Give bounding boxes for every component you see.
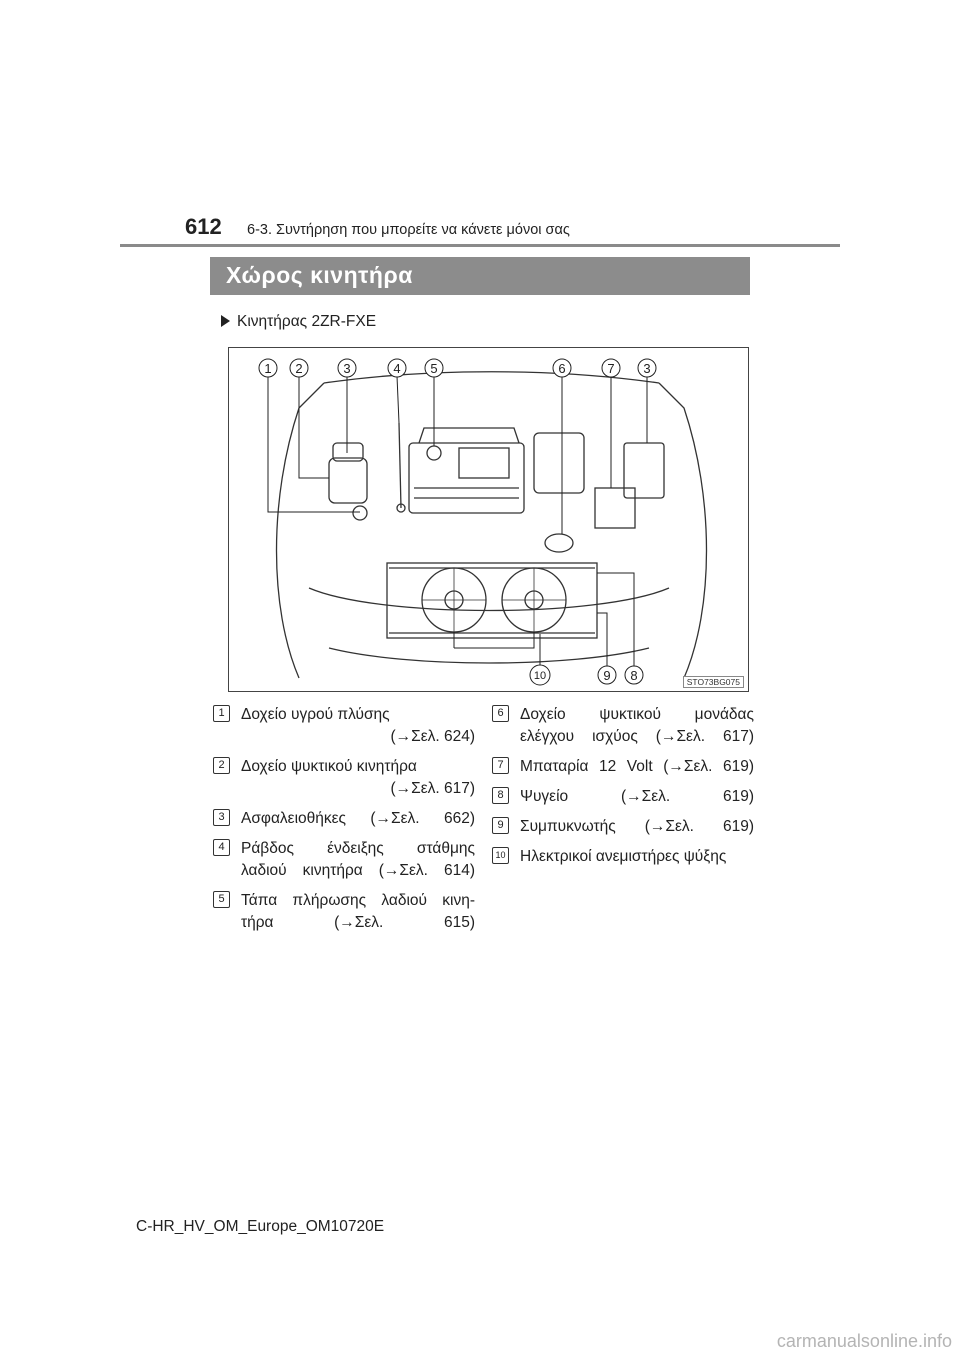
callout-3b: 3 — [643, 361, 650, 376]
engine-type-label: Κινητήρας 2ZR-FXE — [237, 313, 377, 330]
legend-item-2: 2 Δοχείο ψυκτικού κινητήρα (→Σελ. 617) — [213, 756, 475, 800]
legend-item-4: 4 Ράβδος ένδειξης στάθμης λαδιού κινητήρ… — [213, 838, 475, 882]
legend-badge: 6 — [492, 705, 509, 722]
callout-2: 2 — [295, 361, 302, 376]
callout-6: 6 — [558, 361, 565, 376]
legend-badge: 7 — [492, 757, 509, 774]
legend-right-column: 6 Δοχείο ψυκτικού μονάδας ελέγχου ισχύος… — [492, 704, 754, 868]
legend-badge: 4 — [213, 839, 230, 856]
legend-item-7: 7 Μπαταρία 12 Volt (→Σελ. 619) — [492, 756, 754, 778]
legend-item-10: 10 Ηλεκτρικοί ανεμιστήρες ψύξης — [492, 846, 754, 868]
legend-badge: 3 — [213, 809, 230, 826]
callout-4: 4 — [393, 361, 400, 376]
legend-desc: Ράβδος ένδειξης στάθμης — [241, 840, 475, 857]
legend-item-1: 1 Δοχείο υγρού πλύσης (→Σελ. 624) — [213, 704, 475, 748]
legend-desc: Ασφαλειοθήκες (→Σελ. 662) — [241, 810, 475, 827]
header-rule — [120, 244, 840, 247]
legend-item-3: 3 Ασφαλειοθήκες (→Σελ. 662) — [213, 808, 475, 830]
figure-code: STO73BG075 — [682, 676, 744, 688]
engine-type-line: Κινητήρας 2ZR-FXE — [221, 313, 376, 331]
section-banner: Χώρος κινητήρα — [210, 257, 750, 295]
callout-1: 1 — [264, 361, 271, 376]
legend-ref: ελέγχου ισχύος (→Σελ. 617) — [520, 728, 754, 745]
legend-desc: Μπαταρία 12 Volt (→Σελ. 619) — [520, 758, 754, 775]
legend-ref: (→Σελ. 617) — [390, 780, 475, 797]
legend-badge: 1 — [213, 705, 230, 722]
section-title: Χώρος κινητήρα — [226, 262, 413, 288]
legend-desc: Συμπυκνωτής (→Σελ. 619) — [520, 818, 754, 835]
legend-ref: λαδιού κινητήρα (→Σελ. 614) — [241, 862, 475, 879]
legend-item-5: 5 Τάπα πλήρωσης λαδιού κινη- τήρα (→Σελ.… — [213, 890, 475, 934]
engine-compartment-illustration: 1 2 3 4 5 6 7 3 10 9 8 — [258, 358, 708, 686]
legend-badge: 9 — [492, 817, 509, 834]
legend-badge: 10 — [492, 847, 509, 864]
legend-desc: Δοχείο ψυκτικού μονάδας — [520, 706, 754, 723]
legend-desc: Ηλεκτρικοί ανεμιστήρες ψύξης — [520, 848, 727, 865]
engine-compartment-figure: 1 2 3 4 5 6 7 3 10 9 8 STO73BG075 — [228, 347, 749, 692]
triangle-bullet-icon — [221, 315, 230, 327]
page-number: 612 — [185, 214, 222, 239]
callout-8: 8 — [630, 668, 637, 683]
footer-doc-id: C-HR_HV_OM_Europe_OM10720E — [136, 1218, 385, 1235]
legend-ref: τήρα (→Σελ. 615) — [241, 914, 475, 931]
legend-item-6: 6 Δοχείο ψυκτικού μονάδας ελέγχου ισχύος… — [492, 704, 754, 748]
legend-item-9: 9 Συμπυκνωτής (→Σελ. 619) — [492, 816, 754, 838]
callout-7: 7 — [607, 361, 614, 376]
legend-desc: Δοχείο υγρού πλύσης — [241, 706, 390, 723]
legend-desc: Τάπα πλήρωσης λαδιού κινη- — [241, 892, 475, 909]
legend-item-8: 8 Ψυγείο (→Σελ. 619) — [492, 786, 754, 808]
legend-badge: 8 — [492, 787, 509, 804]
legend-left-column: 1 Δοχείο υγρού πλύσης (→Σελ. 624) 2 Δοχε… — [213, 704, 475, 934]
legend-badge: 2 — [213, 757, 230, 774]
callout-9: 9 — [603, 668, 610, 683]
callout-5: 5 — [430, 361, 437, 376]
callout-10: 10 — [534, 670, 546, 682]
watermark: carmanualsonline.info — [776, 1331, 952, 1351]
chapter-header: 6-3. Συντήρηση που μπορείτε να κάνετε μό… — [247, 222, 570, 238]
legend-desc: Δοχείο ψυκτικού κινητήρα — [241, 758, 417, 775]
legend-badge: 5 — [213, 891, 230, 908]
legend-desc: Ψυγείο (→Σελ. 619) — [520, 788, 754, 805]
callout-3: 3 — [343, 361, 350, 376]
legend-ref: (→Σελ. 624) — [390, 728, 475, 745]
